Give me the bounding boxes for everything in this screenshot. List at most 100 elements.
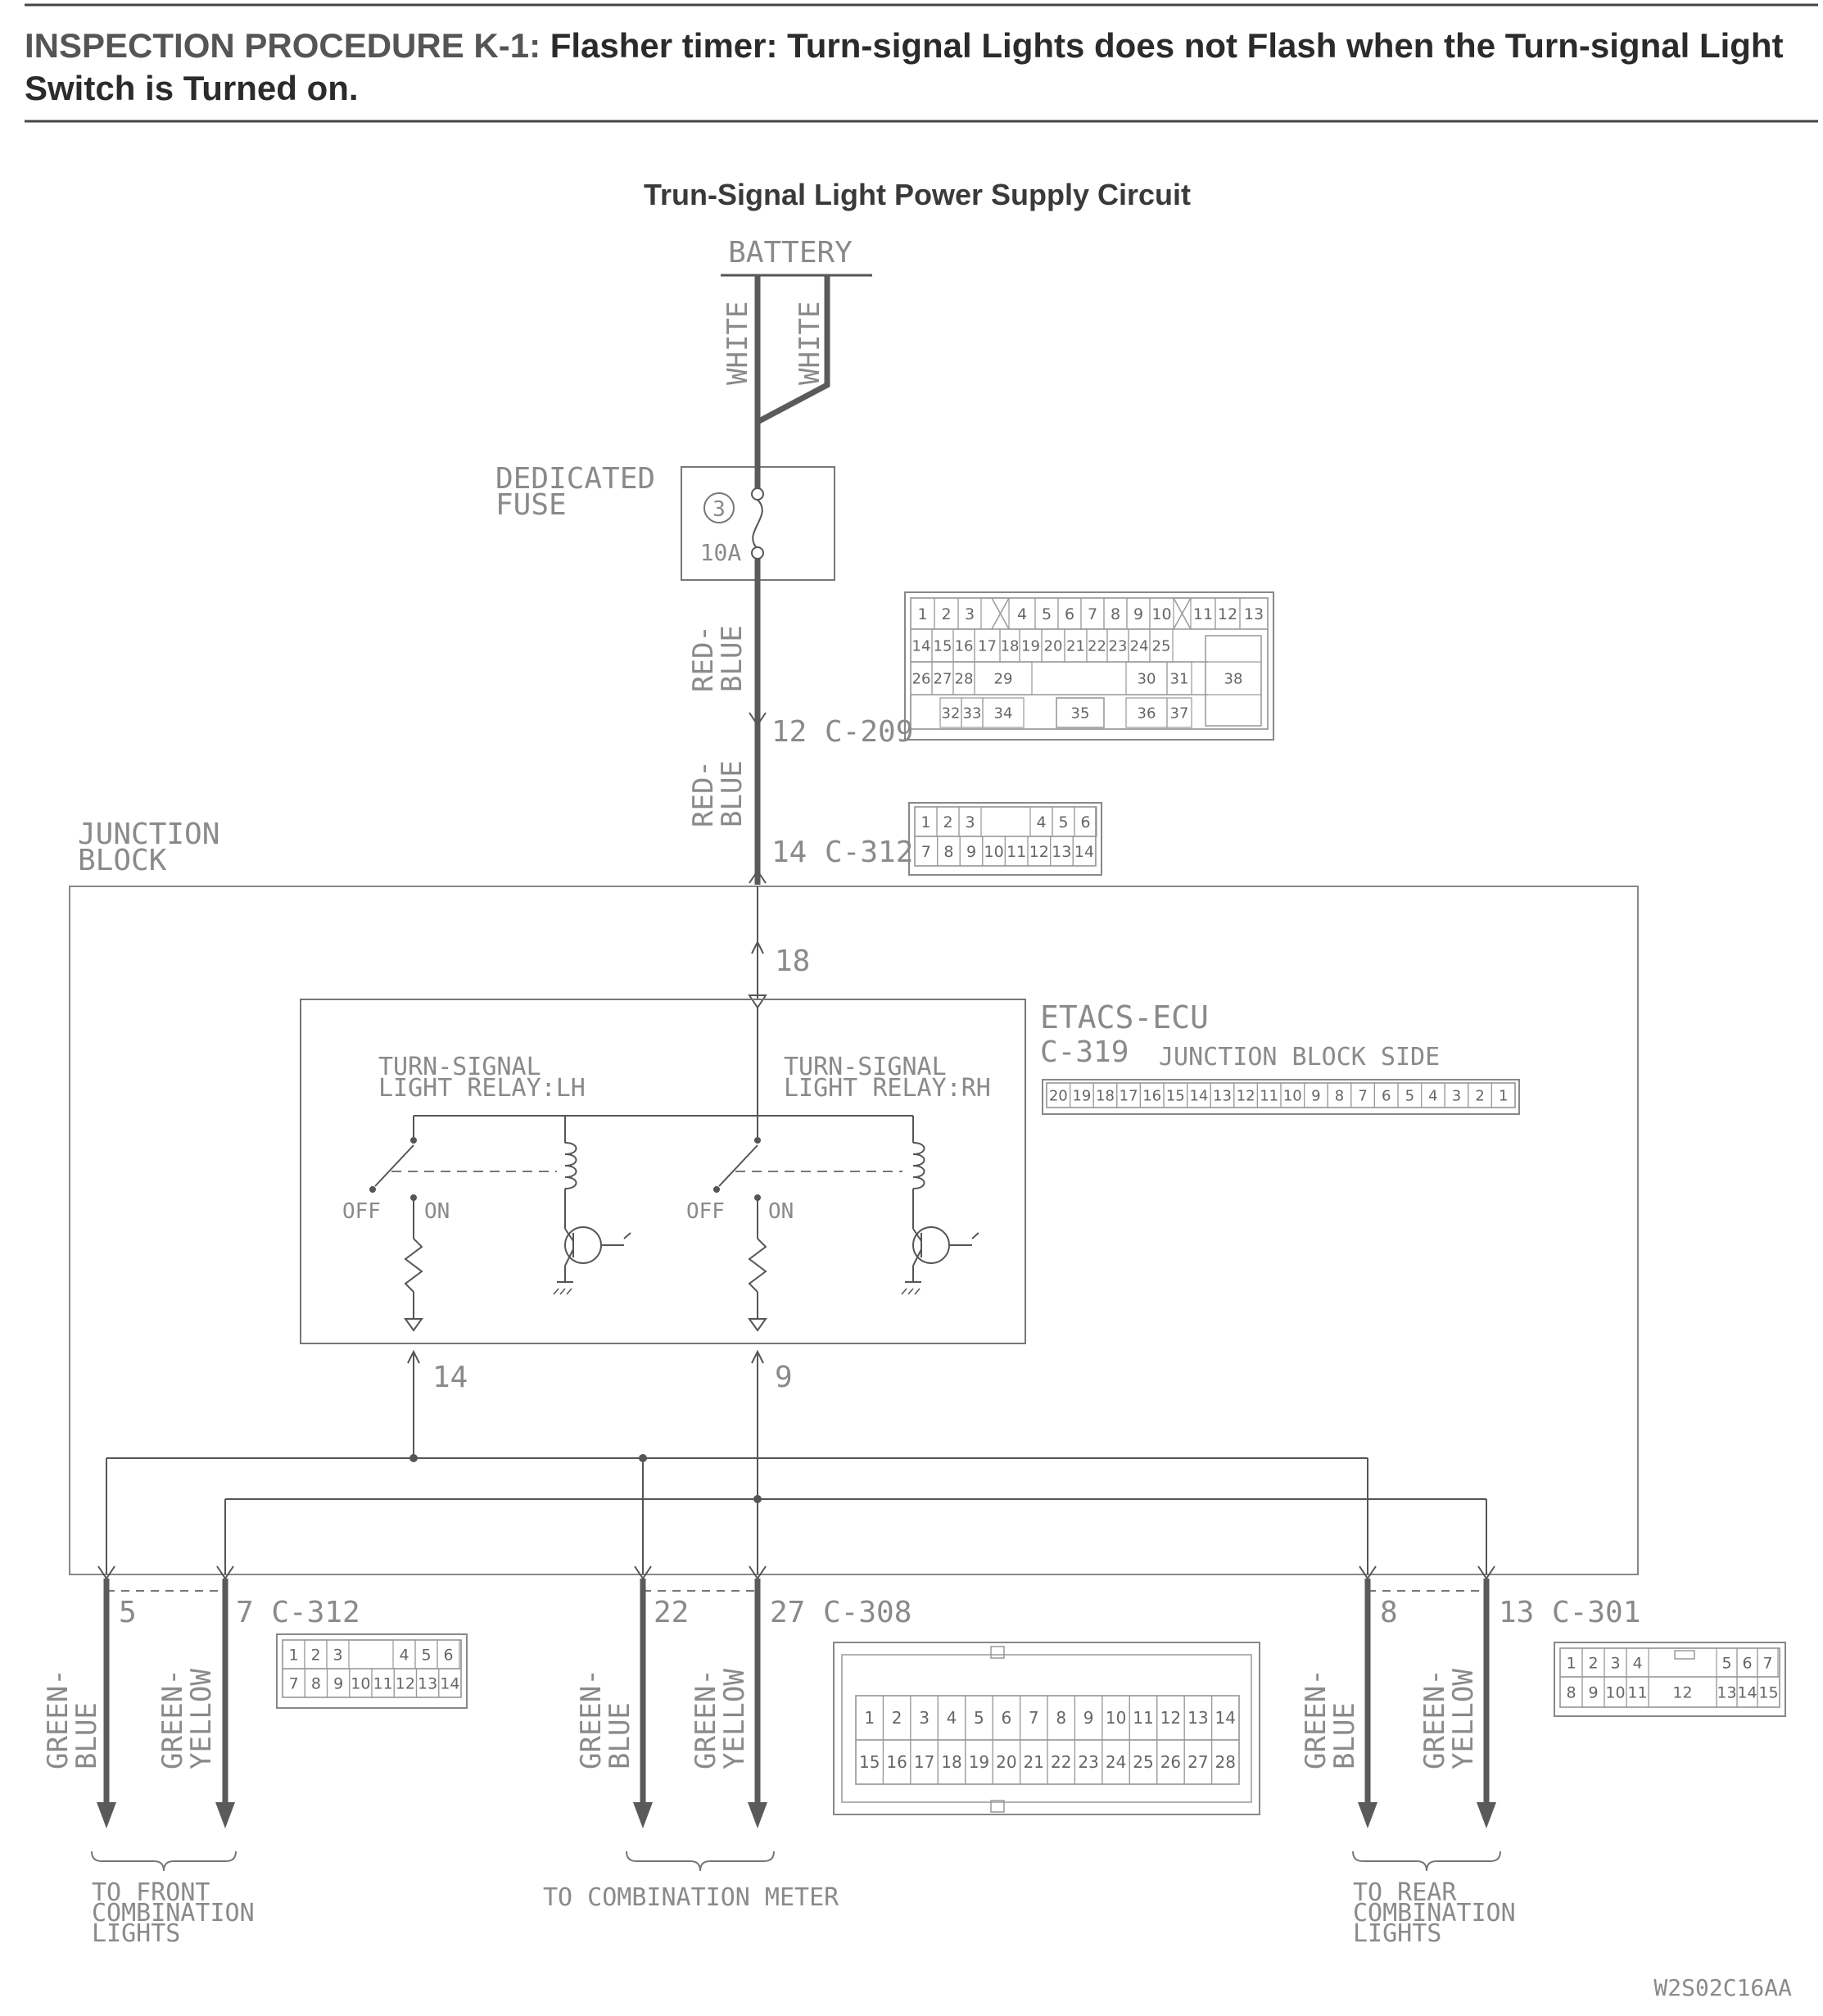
- c209-pin: 18: [1001, 637, 1020, 655]
- lh-on-label: ON: [424, 1199, 450, 1224]
- c209-pin: 23: [1109, 637, 1128, 655]
- green-blue-label-c: BLUE: [604, 1702, 636, 1769]
- c308-pin: 19: [969, 1752, 989, 1772]
- output-wires: [97, 1565, 1496, 1828]
- c312-top-pin: 2: [943, 813, 952, 831]
- c209-pin: 29: [994, 670, 1013, 687]
- relay-rh-label-1: TURN-SIGNAL: [784, 1053, 947, 1081]
- brace-front: [91, 1851, 237, 1872]
- blue-label-2: BLUE: [716, 760, 749, 827]
- c312-top-pin: 9: [966, 843, 976, 861]
- dest-front-1: TO FRONT: [92, 1878, 210, 1907]
- c312-top-pin: 8: [943, 843, 953, 861]
- c312-top-pin: 7: [921, 843, 931, 861]
- c209-pin: 37: [1170, 704, 1189, 722]
- c319-pin: 17: [1120, 1087, 1138, 1104]
- c308-pin: 28: [1215, 1752, 1236, 1772]
- brace-rear: [1352, 1851, 1501, 1872]
- c308-pin: 24: [1106, 1752, 1126, 1772]
- c209-pin: 9: [1133, 605, 1143, 623]
- c301-pin: 5: [1721, 1654, 1731, 1672]
- c308-pin: 23: [1078, 1752, 1098, 1772]
- c312-top-pin: 3: [965, 813, 975, 831]
- pin-22: 22: [654, 1596, 689, 1629]
- wire-white-label-2: WHITE: [794, 301, 826, 385]
- fuse-rating: 10A: [700, 539, 742, 566]
- relay-rh: [713, 1116, 979, 1332]
- dest-front-2: COMBINATION: [92, 1899, 255, 1928]
- c301-pin: 8: [1566, 1683, 1576, 1701]
- c312-bottom-pin: 7: [289, 1674, 299, 1692]
- red-label-2: RED-: [687, 760, 720, 827]
- c308-pin: 6: [1001, 1708, 1011, 1728]
- c209-cell: [1166, 697, 1192, 728]
- pin-7-c312: 7 C-312: [236, 1596, 360, 1629]
- ecu-side: JUNCTION BLOCK SIDE: [1159, 1043, 1440, 1071]
- c319-cell: [1491, 1082, 1516, 1108]
- c308-pin: 8: [1056, 1708, 1066, 1728]
- c308-pin: 16: [886, 1752, 907, 1772]
- c301-pin: 1: [1566, 1654, 1576, 1672]
- green-label-d1: GREEN-: [690, 1669, 722, 1769]
- pin-27-c308: 27 C-308: [770, 1596, 912, 1629]
- c209-pin: 26: [912, 670, 931, 687]
- c319-pin: 2: [1475, 1087, 1484, 1104]
- c209-pin: 2: [941, 605, 951, 623]
- c312-bottom-pin: 9: [333, 1674, 343, 1692]
- green-wire-labels: GREEN- BLUE GREEN- YELLOW GREEN- BLUE GR…: [42, 1669, 1480, 1769]
- procedure-text: Flasher timer: Turn-signal Lights does n…: [25, 26, 1784, 107]
- c209-pin: 24: [1130, 637, 1149, 655]
- c209-pin: 28: [955, 670, 974, 687]
- c209-pin: 11: [1193, 605, 1213, 623]
- c308-pin: 14: [1215, 1708, 1236, 1728]
- c301-pin: 7: [1762, 1654, 1772, 1672]
- rh-on-label: ON: [768, 1199, 794, 1224]
- c308-pin: 11: [1133, 1708, 1153, 1728]
- dest-front-3: LIGHTS: [92, 1919, 180, 1948]
- ecu-connector: C-319: [1040, 1035, 1129, 1069]
- c209-pin: 12: [1218, 605, 1237, 623]
- c209-pin: 1: [917, 605, 927, 623]
- c319-pin: 1: [1499, 1087, 1508, 1104]
- c209-pin: 13: [1244, 605, 1264, 623]
- green-blue-label-e: BLUE: [1328, 1702, 1361, 1769]
- c312-bottom-pin: 11: [373, 1674, 393, 1692]
- c308-pin: 7: [1029, 1708, 1039, 1728]
- pin-9: 9: [775, 1361, 793, 1394]
- relay-lh-label-2: LIGHT RELAY:LH: [378, 1074, 586, 1103]
- c319-pin: 9: [1311, 1087, 1320, 1104]
- c319-pin: 4: [1428, 1087, 1437, 1104]
- c209-pin: 3: [965, 605, 975, 623]
- c308-pin: 3: [919, 1708, 930, 1728]
- c319-pin: 14: [1189, 1087, 1208, 1104]
- c301-pin: 11: [1627, 1683, 1647, 1701]
- c312-bottom-pin: 10: [351, 1674, 370, 1692]
- ecu-name: ETACS-ECU: [1040, 999, 1209, 1035]
- fuse-label-2: FUSE: [495, 488, 567, 522]
- c312-top-pin: 6: [1080, 813, 1090, 831]
- c301-pin: 13: [1717, 1683, 1736, 1701]
- c209-pin: 38: [1224, 670, 1243, 687]
- c312-bottom-pin: 6: [443, 1646, 453, 1664]
- c209-pin: 30: [1138, 670, 1156, 687]
- junction-label-1: JUNCTION: [78, 818, 219, 851]
- c312-bottom-pin: 1: [288, 1646, 298, 1664]
- c209-cell: [1056, 697, 1105, 728]
- c312-top-pin: 10: [984, 843, 1004, 861]
- relay-lh: [369, 1116, 631, 1332]
- red-label-1: RED-: [687, 625, 720, 692]
- c301-pin: 3: [1610, 1654, 1620, 1672]
- c209-pin: 27: [934, 670, 952, 687]
- relay-rh-label-2: LIGHT RELAY:RH: [784, 1074, 991, 1103]
- c319-pin: 10: [1283, 1087, 1302, 1104]
- pin-14: 14: [432, 1361, 468, 1394]
- c312-bottom-cell: [438, 1668, 462, 1698]
- c209-pin: 14: [912, 637, 931, 655]
- c308-pin: 12: [1160, 1708, 1181, 1728]
- c319-pin: 12: [1237, 1087, 1255, 1104]
